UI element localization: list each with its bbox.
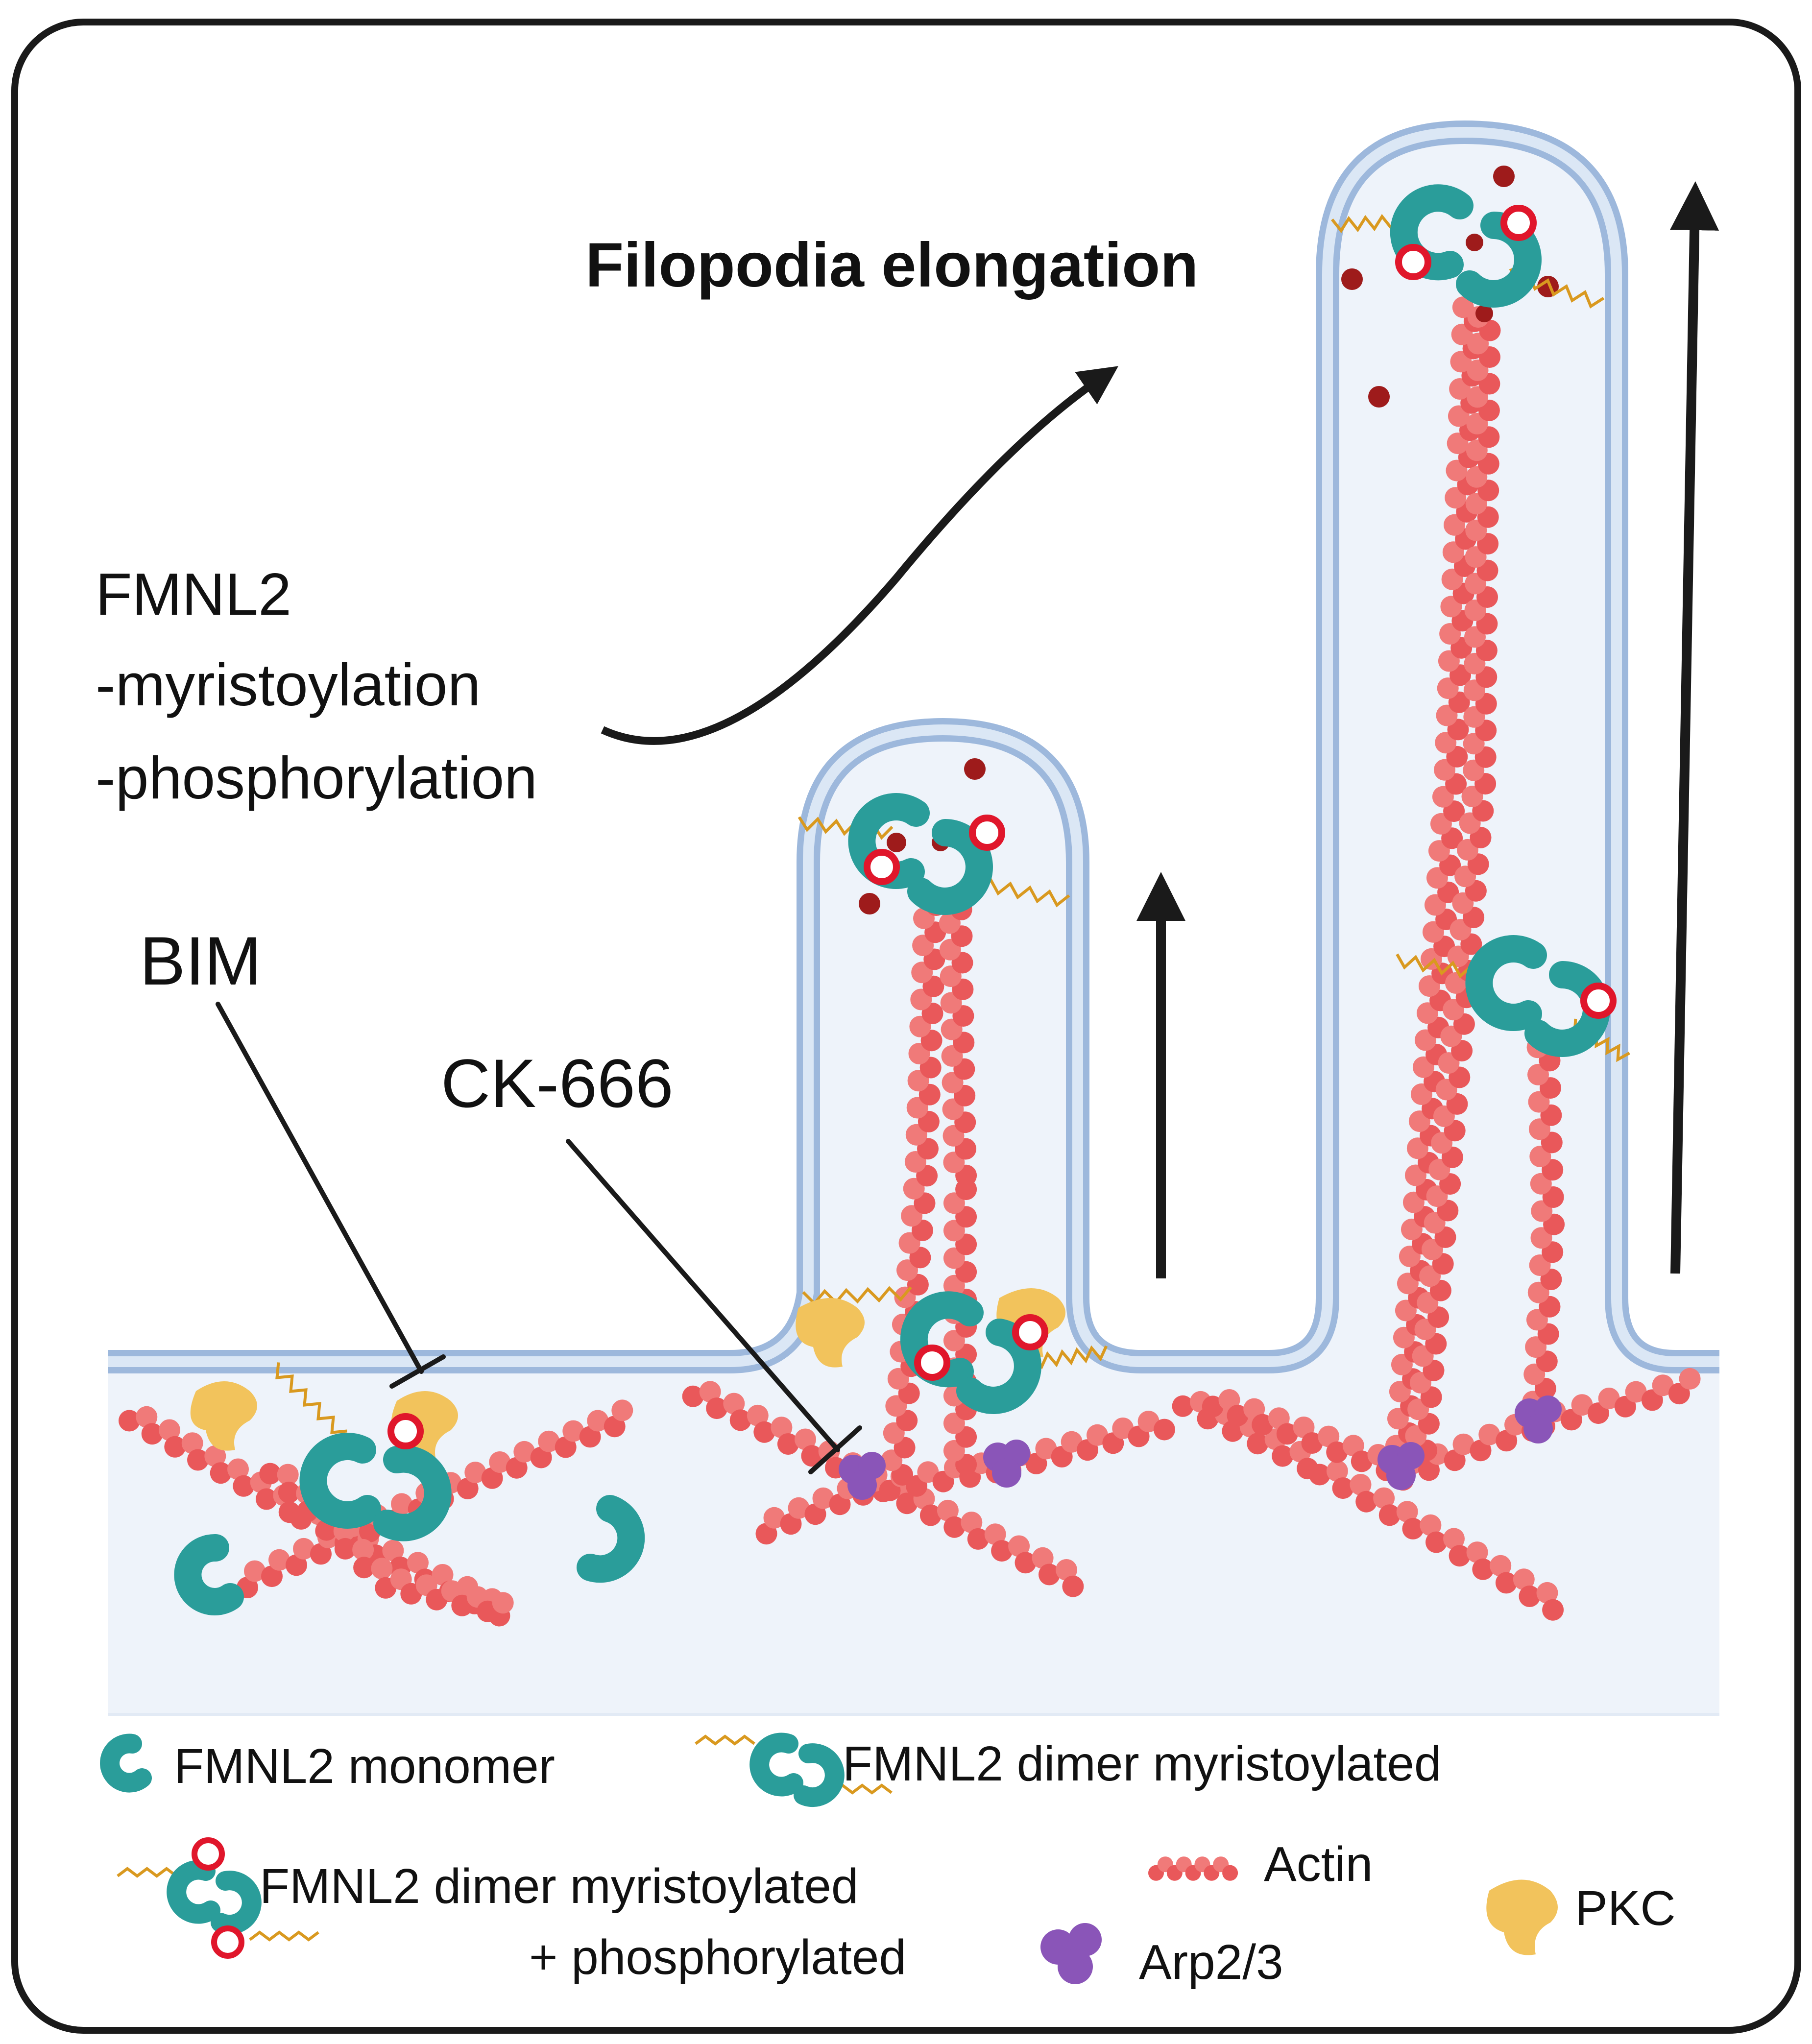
legend: FMNL2 monomer FMNL2 dimer myristoylated … [100, 1732, 1676, 1990]
legend-arp23: Arp2/3 [1139, 1935, 1283, 1990]
label-bim: BIM [140, 922, 262, 999]
actin-filament [1405, 306, 1501, 1462]
label-ck666: CK-666 [441, 1045, 674, 1122]
myristoyl-tail [1032, 1345, 1108, 1370]
label-myristoylation: -myristoylation [96, 651, 481, 718]
curved-arrow-icon [601, 366, 1119, 745]
legend-fmnl2-dimer-myristoylated: FMNL2 dimer myristoylated [843, 1736, 1442, 1791]
myristoyl-tail [802, 1286, 912, 1306]
label-fmnl2: FMNL2 [96, 561, 291, 627]
phospho-rings [387, 205, 1617, 1449]
arp23-icon [1040, 1923, 1102, 1984]
legend-fmnl2-monomer: FMNL2 monomer [174, 1739, 555, 1794]
arp23-complexes [839, 1395, 1562, 1500]
arrow-up-icon [1670, 181, 1719, 1274]
actin-icon [1148, 1856, 1238, 1881]
myristoyl-tail [275, 1362, 347, 1434]
actin-filament [755, 1411, 1175, 1545]
fmnl2-monomer-icon [100, 1733, 152, 1793]
legend-fmnl2-dimer-phos-line1: FMNL2 dimer myristoylated [260, 1859, 859, 1914]
title-filopodia-elongation: Filopodia elongation [585, 230, 1198, 300]
actin-filament [939, 898, 977, 1475]
inhibition-bar-icon [216, 1002, 862, 1474]
legend-fmnl2-dimer-phos-line2: + phosphorylated [529, 1930, 906, 1985]
pkc-icon [1486, 1879, 1558, 1955]
fmnl2-dimer-phosphorylated-icon [117, 1837, 319, 1959]
label-phosphorylation: -phosphorylation [96, 745, 537, 811]
fmnl2-dimer-myristoylated-icon [695, 1732, 893, 1807]
legend-actin: Actin [1264, 1837, 1373, 1892]
cytoplasm [108, 132, 1719, 1714]
legend-pkc: PKC [1575, 1881, 1676, 1936]
actin-filament [1148, 1856, 1238, 1881]
